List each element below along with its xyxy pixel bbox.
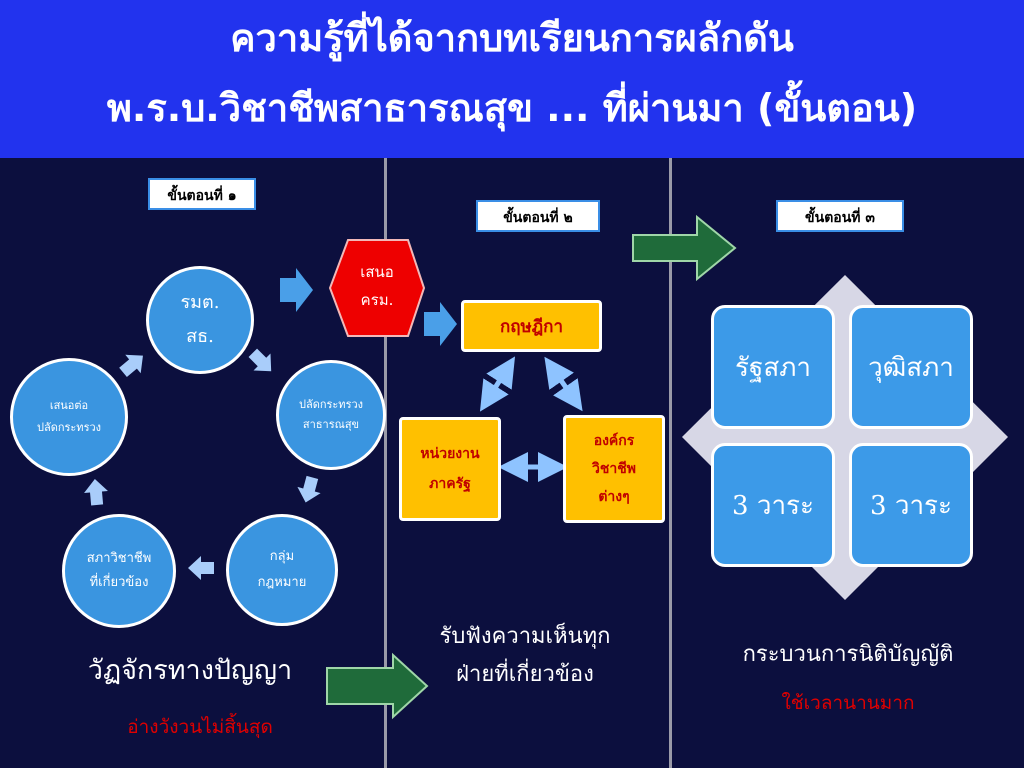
professional-orgs-box: องค์กรวิชาชีพต่างๆ [563,415,665,523]
arrow-to-cabinet [280,268,313,312]
cycle-arrow-3 [188,556,214,580]
title-bar: ความรู้ที่ได้จากบทเรียนการผลักดัน พ.ร.บ.… [0,0,1024,158]
cabinet-hexagon [328,239,426,337]
cycle-node-permanent-secretary: ปลัดกระทรวงสาธารณสุข [276,360,386,470]
cycle-arrow-4 [84,479,108,506]
parliament-box: รัฐสภา [711,305,835,429]
readings-box-1: 3 วาระ [711,443,835,567]
step-1-label: ขั้นตอนที่ ๑ [148,178,256,210]
dbl-arrow-orgs [544,356,583,412]
step-3-label: ขั้นตอนที่ ๓ [776,200,904,232]
cycle-arrow-5 [119,354,143,377]
title-line-1: ความรู้ที่ได้จากบทเรียนการผลักดัน [230,16,794,60]
step-1-caption: วัฏจักรทางปัญญา [87,655,293,686]
cycle-node-legal-group: กลุ่มกฎหมาย [226,514,338,626]
senate-box: วุฒิสภา [849,305,973,429]
council-of-state-box: กฤษฎีกา [461,300,602,352]
readings-box-2: 3 วาระ [849,443,973,567]
cycle-node-council: สภาวิชาชีพที่เกี่ยวข้อง [62,514,176,628]
step-3-note: ใช้เวลานานมาก [781,692,915,714]
cycle-arrow-2 [297,475,321,503]
green-arrow-to-step3 [632,214,737,282]
column-divider-2 [669,158,672,768]
arrow-to-council-of-state [424,302,457,346]
column-divider-1 [384,158,387,768]
gov-agencies-box: หน่วยงานภาครัฐ [399,417,501,521]
step-2-caption: รับฟังความเห็นทุกฝ่ายที่เกี่ยวข้อง [439,624,611,687]
dbl-arrow-agencies [479,356,516,412]
cabinet-label: เสนอครม. [360,263,394,309]
step-2-label: ขั้นตอนที่ ๒ [476,200,600,232]
step-1-note: อ่างวังวนไม่สิ้นสุด [127,716,273,738]
cycle-node-minister: รมต.สธ. [146,266,254,374]
cycle-node-propose: เสนอต่อปลัดกระทรวง [10,358,128,476]
green-arrow-to-step2 [326,652,429,720]
cycle-arrow-1 [248,348,272,372]
title-line-2: พ.ร.บ.วิชาชีพสาธารณสุข ... ที่ผ่านมา (ขั… [106,86,918,130]
step-3-caption: กระบวนการนิติบัญญัติ [742,642,954,667]
